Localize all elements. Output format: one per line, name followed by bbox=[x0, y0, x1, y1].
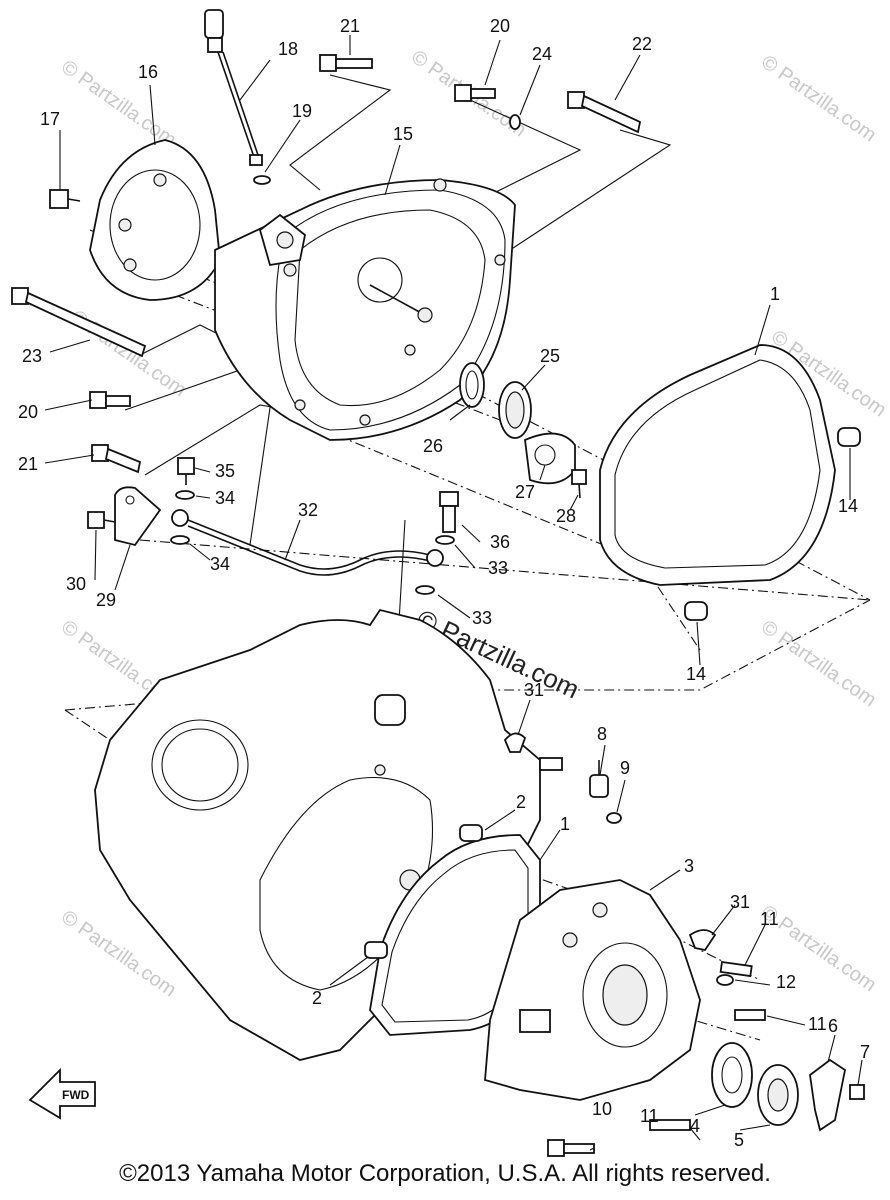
callout-25: 25 bbox=[540, 346, 560, 366]
callout-14a: 14 bbox=[838, 496, 858, 516]
bolt-30 bbox=[87, 511, 116, 529]
bolt-7 bbox=[849, 1084, 865, 1100]
crankcase-cover-15 bbox=[214, 178, 516, 441]
callout-4: 4 bbox=[690, 1116, 700, 1136]
fwd-arrow: FWD bbox=[28, 1067, 96, 1120]
gasket-1-upper bbox=[599, 344, 836, 586]
bolt-21b bbox=[91, 444, 142, 474]
callout-1-upper: 1 bbox=[770, 284, 780, 304]
callout-1-lower: 1 bbox=[560, 814, 570, 834]
bracket-29 bbox=[114, 486, 162, 547]
callout-19: 19 bbox=[292, 101, 312, 121]
callout-14b: 14 bbox=[686, 664, 706, 684]
callout-29: 29 bbox=[96, 590, 116, 610]
callout-21b: 21 bbox=[18, 454, 38, 474]
callout-20b: 20 bbox=[18, 402, 38, 422]
callout-11a: 11 bbox=[760, 909, 779, 929]
washer-34a bbox=[175, 490, 195, 500]
callout-31a: 31 bbox=[524, 680, 544, 700]
callout-34a: 34 bbox=[215, 488, 235, 508]
callout-2a: 2 bbox=[516, 792, 526, 812]
o-ring-9 bbox=[606, 812, 622, 824]
dowel-14b bbox=[684, 601, 708, 621]
o-ring-19 bbox=[253, 175, 271, 185]
dowel-14a bbox=[837, 427, 861, 447]
dipstick-18 bbox=[204, 9, 263, 166]
union-bolt-35 bbox=[177, 457, 195, 485]
callout-30: 30 bbox=[66, 574, 86, 594]
callout-11c: 11 bbox=[640, 1106, 659, 1126]
callout-10: 10 bbox=[592, 1099, 612, 1119]
union-bolt-36 bbox=[439, 491, 459, 533]
callout-5: 5 bbox=[734, 1130, 744, 1150]
bolt-10 bbox=[547, 1139, 595, 1157]
callout-7: 7 bbox=[860, 1042, 870, 1062]
callout-3: 3 bbox=[684, 856, 694, 876]
bolt-11b bbox=[734, 1009, 766, 1021]
bolt-22 bbox=[567, 91, 642, 134]
gasket-27 bbox=[524, 432, 576, 485]
callout-31b: 31 bbox=[730, 892, 750, 912]
oil-pipe-32 bbox=[171, 509, 444, 576]
callout-20: 20 bbox=[490, 16, 510, 36]
washer-33a bbox=[435, 535, 455, 545]
callout-6: 6 bbox=[828, 1016, 838, 1036]
callout-28: 28 bbox=[556, 506, 576, 526]
callout-27: 27 bbox=[515, 482, 535, 502]
bolt-28 bbox=[571, 469, 587, 499]
bolt-23 bbox=[11, 287, 147, 358]
washer-34b bbox=[170, 535, 190, 545]
crankcase-cover-3 bbox=[484, 879, 701, 1101]
leader-lines bbox=[44, 35, 863, 1151]
cover-plate-16 bbox=[89, 139, 221, 301]
callout-21: 21 bbox=[340, 16, 360, 36]
bolt-20 bbox=[454, 84, 496, 102]
oil-seal-5 bbox=[757, 1064, 799, 1126]
bolt-21 bbox=[319, 54, 373, 72]
dowel-2b bbox=[364, 941, 388, 959]
plate-6 bbox=[809, 1058, 847, 1132]
dowel-2a bbox=[459, 824, 483, 842]
callout-33a: 33 bbox=[488, 558, 508, 578]
bolt-17 bbox=[49, 189, 81, 209]
callout-15: 15 bbox=[393, 124, 413, 144]
callout-18: 18 bbox=[278, 39, 298, 59]
callout-34b: 34 bbox=[210, 554, 230, 574]
oil-seal-4 bbox=[711, 1042, 753, 1108]
callout-23: 23 bbox=[22, 346, 42, 366]
callout-16: 16 bbox=[138, 62, 158, 82]
watermark: © Partzilla.com bbox=[57, 56, 180, 151]
bolt-11a bbox=[719, 960, 753, 978]
callout-26: 26 bbox=[423, 436, 443, 456]
watermark: © Partzilla.com bbox=[757, 616, 880, 711]
callout-36: 36 bbox=[490, 532, 510, 552]
copyright-notice: ©2013 Yamaha Motor Corporation, U.S.A. A… bbox=[119, 1160, 771, 1187]
callout-2b: 2 bbox=[312, 988, 322, 1008]
callout-17: 17 bbox=[40, 109, 60, 129]
clamp-31b bbox=[688, 929, 717, 952]
callout-11b: 11 bbox=[808, 1014, 827, 1034]
fwd-label: FWD bbox=[62, 1088, 90, 1102]
washer-33b bbox=[415, 585, 435, 595]
plug-8 bbox=[589, 760, 609, 798]
callout-9: 9 bbox=[620, 758, 630, 778]
washer-12 bbox=[716, 974, 734, 986]
callout-35: 35 bbox=[215, 461, 235, 481]
callout-12: 12 bbox=[776, 972, 796, 992]
callout-8: 8 bbox=[597, 724, 607, 744]
bearing-25 bbox=[498, 381, 532, 439]
callout-22: 22 bbox=[632, 34, 652, 54]
callouts: 21 20 24 22 16 18 17 19 15 23 25 1 20 26… bbox=[18, 16, 870, 1150]
callout-33b: 33 bbox=[472, 608, 492, 628]
bolt-20b bbox=[89, 391, 131, 409]
watermark: © Partzilla.com bbox=[757, 51, 880, 146]
oil-seal-26 bbox=[459, 362, 485, 408]
washer-24 bbox=[509, 114, 521, 130]
callout-24: 24 bbox=[532, 44, 552, 64]
bolt-11c bbox=[649, 1119, 691, 1131]
callout-32: 32 bbox=[298, 500, 318, 520]
